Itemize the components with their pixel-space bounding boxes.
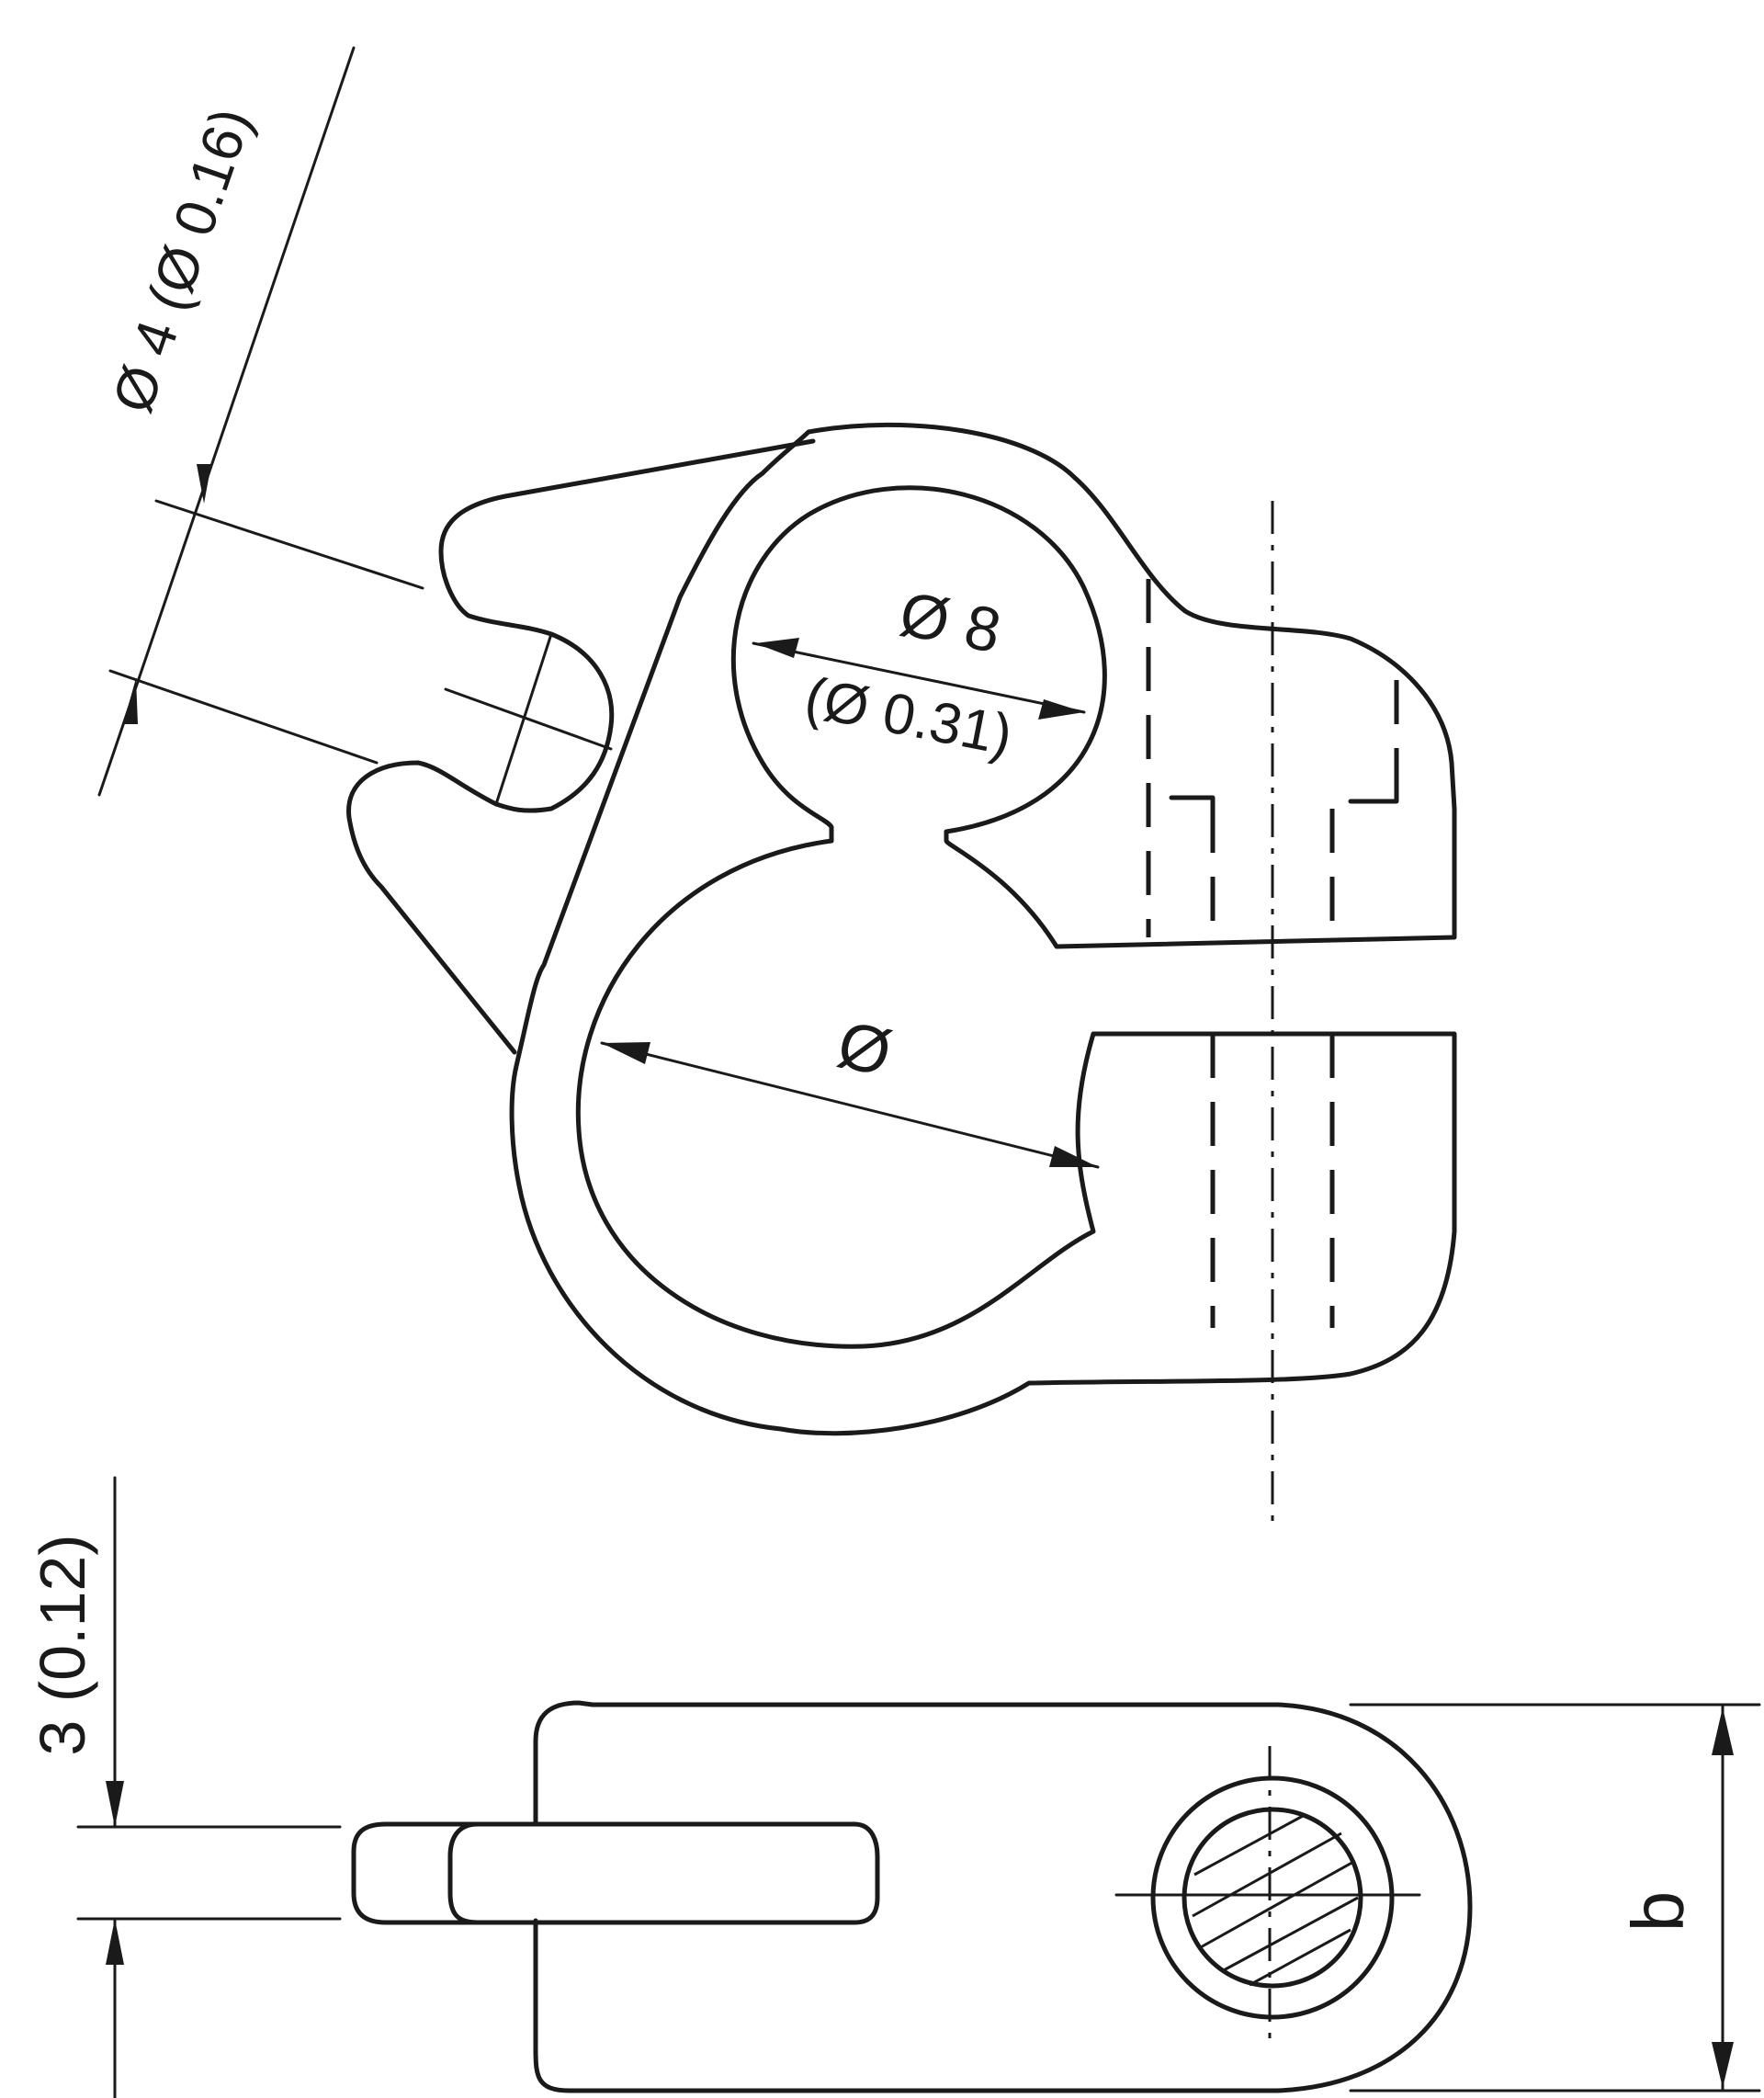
side-pin	[351, 1821, 880, 1925]
side-pin-step	[447, 1821, 481, 1925]
width-dimension: b	[1349, 1703, 1761, 2092]
rivet-inner	[1182, 1807, 1363, 1989]
pin-diameter-dimension: Ø 4 (Ø 0.16)	[97, 46, 613, 806]
side-body	[533, 1700, 1473, 2093]
large-hole-dimension: Ø	[600, 1007, 1100, 1169]
rivet-hatch	[1192, 1813, 1359, 1987]
clip-outline	[509, 422, 1457, 1436]
thickness-dimension: 3 (0.12)	[27, 1476, 342, 2098]
pin-diameter-label: Ø 4 (Ø 0.16)	[101, 100, 264, 420]
small-hole-label-main: Ø 8	[894, 579, 1006, 667]
large-hole-label: Ø	[831, 1007, 899, 1091]
width-label: b	[1617, 1891, 1699, 1933]
small-hole-label-alt: (Ø 0.31)	[800, 665, 1017, 767]
thickness-label: 3 (0.12)	[27, 1534, 98, 1755]
rivet-outer	[1150, 1775, 1395, 2020]
top-view: Ø 4 (Ø 0.16) Ø 8 (Ø 0.31) Ø	[97, 46, 1457, 1525]
side-view: 3 (0.12) b	[27, 1476, 1761, 2098]
hidden-corner	[1169, 795, 1216, 819]
small-hole-dimension: Ø 8 (Ø 0.31)	[752, 579, 1086, 767]
clip-arm	[346, 438, 816, 1055]
hidden-corner	[1348, 783, 1399, 804]
